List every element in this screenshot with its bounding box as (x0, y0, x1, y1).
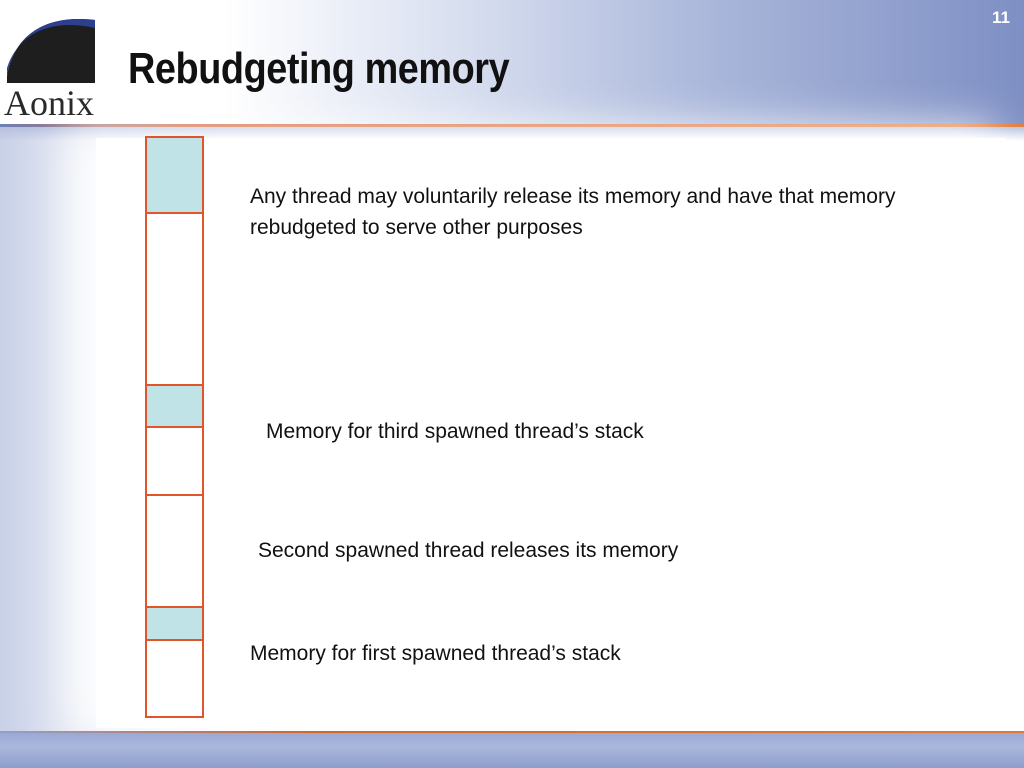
content-panel (96, 138, 1006, 728)
footer-divider (0, 731, 1024, 734)
logo-wordmark: Aonix (4, 83, 94, 123)
second-thread-label: Second spawned thread releases its memor… (258, 539, 679, 562)
aonix-logo (4, 6, 100, 122)
header-shadow (0, 127, 1024, 141)
page-number: 11 (992, 8, 1010, 27)
memory-block-first-thread-guard (145, 606, 204, 641)
first-thread-label: Memory for first spawned thread’s stack (250, 642, 621, 665)
logo-swoosh-icon (7, 9, 95, 83)
third-thread-label: Memory for third spawned thread’s stack (266, 420, 644, 443)
slide-header-band (0, 0, 1024, 125)
memory-block-third-thread-stack (145, 426, 204, 496)
memory-block-released (145, 494, 204, 608)
memory-block-first-thread-stack (145, 639, 204, 718)
header-divider (0, 124, 1024, 127)
page-title: Rebudgeting memory (128, 44, 510, 93)
slide-footer-band (0, 733, 1024, 768)
memory-block-top (145, 136, 204, 214)
memory-block-third-thread-guard (145, 384, 204, 428)
memory-block-free (145, 212, 204, 386)
release-note-label: Any thread may voluntarily release its m… (250, 185, 896, 239)
